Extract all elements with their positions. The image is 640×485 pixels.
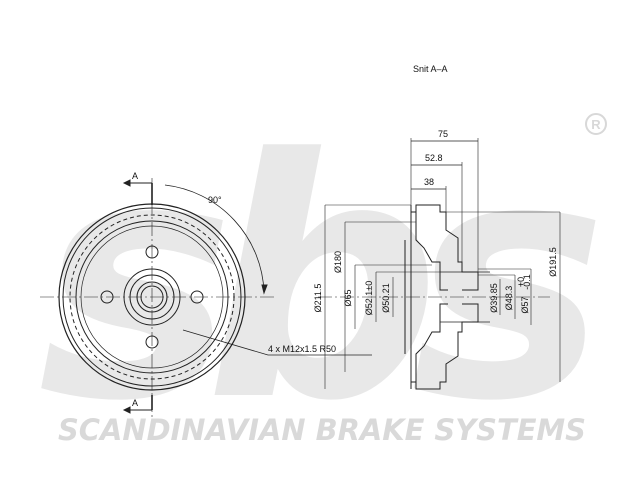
dim-label-52-8: 52.8	[425, 153, 443, 163]
drum-hidden-circle	[69, 214, 235, 380]
angle-arrowhead	[261, 284, 268, 295]
dim-label-52-1: Ø52.1±0	[364, 281, 374, 315]
section-dimension-labels: 75 52.8 38 Ø211.5 Ø180 Ø65 Ø52.1±0 Ø50.2…	[313, 129, 558, 315]
bolt-leader-line	[182, 329, 372, 356]
angle-label: 90°	[208, 195, 222, 205]
tolerance-upper: +0	[516, 277, 526, 287]
tagline-watermark: SCANDINAVIAN BRAKE SYSTEMS	[58, 413, 586, 447]
hub-outer-circle	[123, 268, 181, 326]
dim-label-75: 75	[438, 129, 448, 139]
registered-mark-circle	[585, 113, 607, 135]
dim-label-50-21: Ø50.21	[381, 283, 391, 313]
bolt-hole-right	[190, 290, 204, 304]
front-view-labels: A A 90° 4 x M12x1.5 R50	[132, 171, 336, 408]
tolerance-lower: -0.1	[522, 274, 532, 290]
registered-mark-text: R	[591, 117, 601, 132]
dim-label-48-3: Ø48.3	[504, 286, 514, 311]
hub-bore-circle	[136, 281, 168, 313]
section-arrowhead-bottom	[122, 406, 131, 414]
section-label-top: A	[132, 171, 138, 181]
bolt-hole-top	[145, 245, 159, 259]
drum-inner-circle	[75, 220, 229, 374]
sbs-logo-watermark: sbs	[38, 89, 626, 473]
dim-label-38: 38	[424, 177, 434, 187]
section-arrowhead-top	[122, 179, 131, 187]
drum-inner-profile-lower	[415, 303, 448, 382]
section-title: Snit A–A	[413, 64, 448, 74]
front-view	[40, 178, 372, 418]
dim-label-211-5: Ø211.5	[313, 284, 323, 313]
bolt-hole-left	[100, 290, 114, 304]
bolt-callout: 4 x M12x1.5 R50	[268, 344, 336, 354]
dim-label-39-85: Ø39.85	[489, 283, 499, 313]
hub-inner-bore-circle	[140, 285, 164, 309]
drum-rim-circle	[62, 207, 242, 387]
drum-face-circle	[80, 225, 224, 369]
dim-label-57: Ø57	[520, 296, 530, 313]
dim-label-65: Ø65	[343, 289, 353, 306]
section-label-bottom: A	[132, 398, 138, 408]
section-view	[318, 138, 561, 390]
hub-flange-circle	[129, 274, 175, 320]
dim-label-191-5: Ø191.5	[548, 247, 558, 277]
registered-mark: R	[585, 113, 607, 135]
sbs-logo-text: sbs	[38, 89, 596, 473]
bolt-hole-bottom	[145, 335, 159, 349]
angle-arc	[164, 184, 265, 293]
dim-label-180: Ø180	[333, 251, 343, 273]
drum-inner-profile-upper	[415, 212, 448, 291]
